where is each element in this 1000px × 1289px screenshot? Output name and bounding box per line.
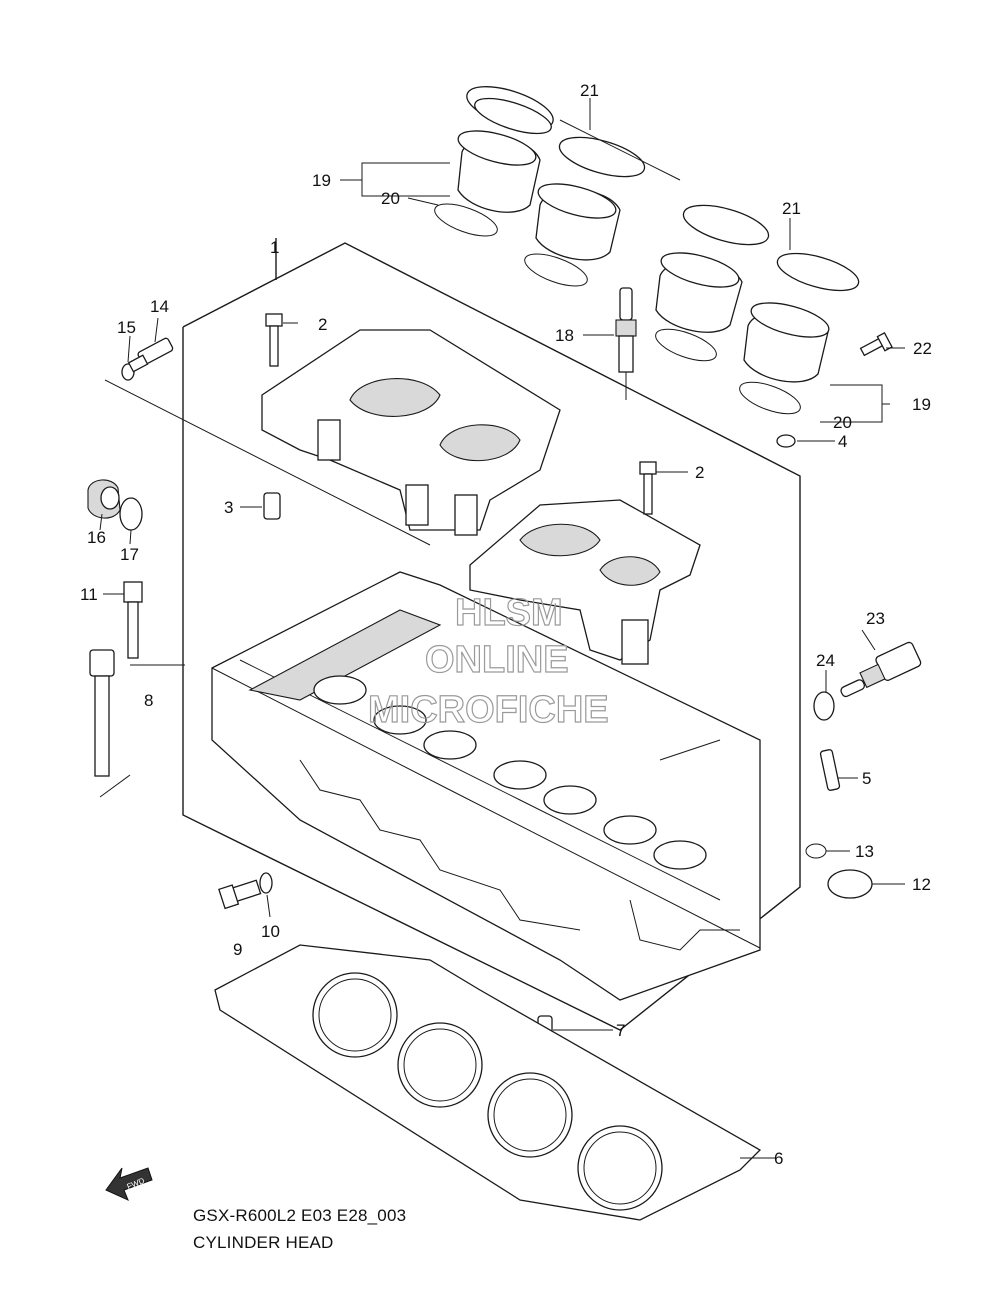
callout-8: 8 xyxy=(144,691,153,710)
callout-15: 15 xyxy=(117,318,136,337)
callout-7: 7 xyxy=(616,1021,625,1040)
intake-pipes-left xyxy=(434,86,681,287)
leader-lines xyxy=(99,98,905,1159)
callout-22: 22 xyxy=(913,339,932,358)
callout-21-right: 21 xyxy=(782,199,801,218)
dowel-pin-5 xyxy=(819,749,841,791)
callout-13: 13 xyxy=(855,842,874,861)
callout-4: 4 xyxy=(838,432,847,451)
callouts: 1 2 2 3 4 5 6 7 8 9 10 11 12 13 14 15 16… xyxy=(80,81,932,1168)
bolt-11 xyxy=(123,581,143,659)
union-14 xyxy=(127,337,174,373)
watermark-line-2: ONLINE xyxy=(425,639,569,681)
callout-2-upper: 2 xyxy=(318,315,327,334)
callout-16: 16 xyxy=(87,528,106,547)
callout-18: 18 xyxy=(555,326,574,345)
bolt-2-upper xyxy=(265,313,283,367)
callout-9: 9 xyxy=(233,940,242,959)
callout-24: 24 xyxy=(816,651,835,670)
intake-pipes-right xyxy=(655,204,860,415)
watermark: HLSM ONLINE MICROFICHE xyxy=(367,591,609,731)
bolt-2-lower xyxy=(639,461,657,515)
temp-sensor-23 xyxy=(840,641,922,698)
callout-6: 6 xyxy=(774,1149,783,1168)
callout-2-lower: 2 xyxy=(695,463,704,482)
camshaft-holder-lower xyxy=(469,499,701,665)
callout-14: 14 xyxy=(150,297,169,316)
camshaft-holder-upper xyxy=(261,329,561,536)
callout-20-right: 20 xyxy=(833,413,852,432)
washer-24 xyxy=(813,691,835,721)
washer-10 xyxy=(259,872,273,894)
washer-4 xyxy=(776,434,796,448)
plug-16 xyxy=(87,479,121,519)
callout-10: 10 xyxy=(261,922,280,941)
callout-1: 1 xyxy=(270,238,279,257)
callout-5: 5 xyxy=(862,769,871,788)
fwd-arrow-icon: FWD xyxy=(105,1167,153,1201)
o-ring-12 xyxy=(827,869,873,899)
callout-19-right: 19 xyxy=(912,395,931,414)
gasket-13 xyxy=(805,843,827,859)
head-gasket xyxy=(214,944,762,1221)
callout-23: 23 xyxy=(866,609,885,628)
bolt-22 xyxy=(859,332,893,357)
callout-3: 3 xyxy=(224,498,233,517)
callout-19-left: 19 xyxy=(312,171,331,190)
gasket-17 xyxy=(119,497,143,531)
cylinder-head xyxy=(211,571,761,1001)
diagram-code: GSX-R600L2 E03 E28_003 xyxy=(193,1206,407,1225)
callout-17: 17 xyxy=(120,545,139,564)
dowel-pin-3 xyxy=(263,492,281,520)
watermark-line-1: HLSM xyxy=(455,592,563,634)
assembly-frame xyxy=(99,238,801,1031)
spark-plug xyxy=(615,287,637,400)
callout-20-left: 20 xyxy=(381,189,400,208)
callout-12: 12 xyxy=(912,875,931,894)
diagram-title: CYLINDER HEAD xyxy=(193,1233,334,1252)
bolt-8 xyxy=(89,649,115,777)
callout-11: 11 xyxy=(80,585,98,604)
bolt-9 xyxy=(218,879,262,910)
callout-21-left: 21 xyxy=(580,81,599,100)
watermark-line-3: MICROFICHE xyxy=(368,689,609,731)
